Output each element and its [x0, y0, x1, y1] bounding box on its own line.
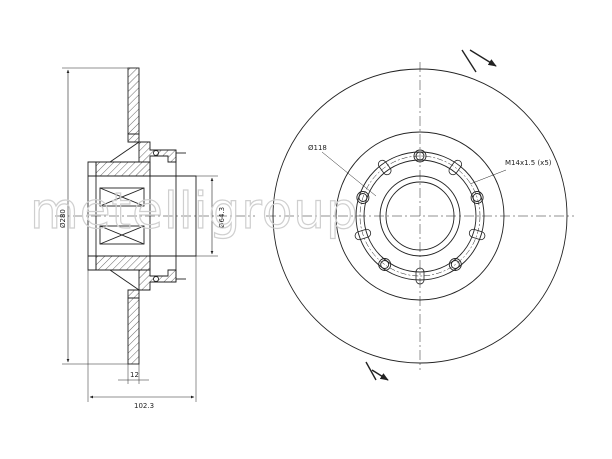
- seal-lower: [153, 276, 159, 282]
- bearing-lower: [99, 225, 145, 245]
- hub-pocket: [415, 267, 425, 285]
- bolt-hole: [448, 258, 462, 271]
- bearing-upper: [99, 187, 145, 207]
- hub-pocket: [468, 228, 486, 241]
- side-section-view: [55, 67, 255, 402]
- bearing-upper-x2: [99, 187, 145, 207]
- bolt-hole-thread: [450, 260, 460, 269]
- dim-hub-bore-label: Ø64.3: [218, 207, 226, 228]
- hub-pocket: [377, 159, 392, 176]
- hub-rib-lower: [109, 269, 140, 291]
- section-arrow-bottom: [371, 369, 389, 381]
- dim-disc-thickness-label: 12: [130, 371, 139, 379]
- hub-wall-upper: [95, 161, 151, 177]
- watermark-text: metelligroup: [30, 182, 359, 240]
- dim-outer-diameter-label: Ø280: [59, 209, 67, 228]
- bolt-holes-group: [356, 149, 484, 271]
- disc-ring-upper: [127, 67, 140, 135]
- pcd-label: Ø118: [308, 144, 327, 152]
- section-line-bottom: [365, 361, 377, 381]
- leader-bolts: [469, 169, 507, 185]
- hat-upper: [127, 133, 177, 163]
- bolt-hole: [378, 258, 392, 271]
- hub-pockets-group: [354, 159, 486, 285]
- bolt-hole-thread: [415, 151, 425, 161]
- disc-ring-lower: [127, 297, 140, 365]
- hub-pocket: [448, 159, 463, 176]
- bearing-lower-x2: [99, 225, 145, 245]
- hub-wall-lower: [95, 255, 151, 271]
- leader-pcd: [321, 151, 377, 197]
- bolt-hole: [413, 149, 427, 163]
- seal-upper: [153, 150, 159, 156]
- bolt-hole: [470, 191, 484, 204]
- hub-pocket: [354, 228, 372, 241]
- front-view: [266, 49, 574, 381]
- bolt-hole-thread: [472, 193, 482, 202]
- hub-rib-upper: [109, 141, 140, 163]
- bolts-label: M14x1.5 (x5): [505, 159, 552, 167]
- bolt-hole-thread: [380, 260, 390, 269]
- hat-lower: [127, 269, 177, 299]
- section-line-top: [461, 49, 477, 73]
- section-arrow-top: [469, 49, 497, 67]
- bolt-hole: [356, 191, 370, 204]
- bolt-hole-thread: [358, 193, 368, 202]
- dim-total-height-label: 102.3: [134, 402, 154, 410]
